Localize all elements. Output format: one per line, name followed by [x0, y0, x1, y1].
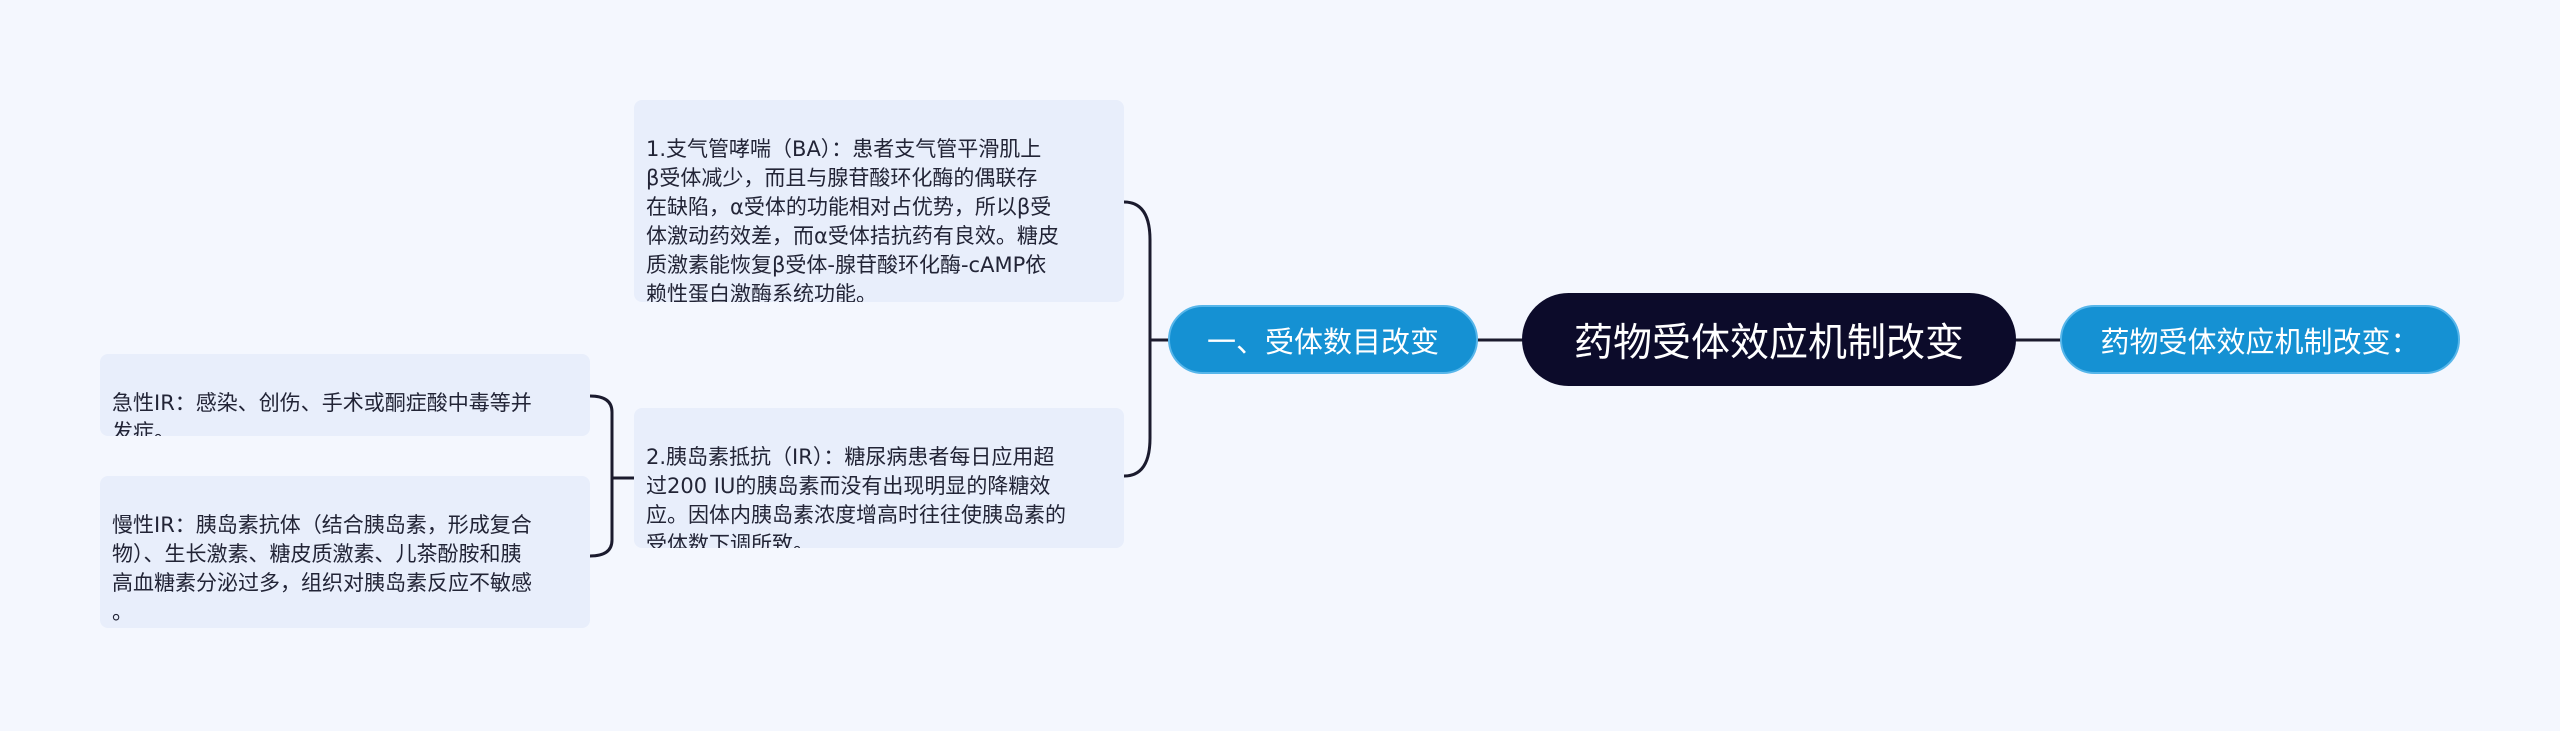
- branch-left-label: 一、受体数目改变: [1206, 324, 1439, 359]
- leaf-chronic-ir-text: 慢性IR：胰岛素抗体（结合胰岛素，形成复合 物）、生长激素、糖皮质激素、儿茶酚胺…: [112, 513, 532, 624]
- leaf-ir-text: 2.胰岛素抵抗（IR）：糖尿病患者每日应用超 过200 IU的胰岛素而没有出现明…: [646, 445, 1066, 548]
- branch-node-right[interactable]: 药物受体效应机制改变：: [2060, 305, 2460, 374]
- root-label: 药物受体效应机制改变: [1573, 320, 1964, 366]
- connector-left-branch-bracket: [1122, 200, 1152, 478]
- leaf-node-asthma[interactable]: 1.支气管哮喘（BA）：患者支气管平滑肌上 β受体减少，而且与腺苷酸环化酶的偶联…: [634, 100, 1124, 302]
- leaf-node-chronic-ir[interactable]: 慢性IR：胰岛素抗体（结合胰岛素，形成复合 物）、生长激素、糖皮质激素、儿茶酚胺…: [100, 476, 590, 628]
- branch-right-label: 药物受体效应机制改变：: [2100, 324, 2420, 359]
- leaf-acute-ir-text: 急性IR：感染、创伤、手术或酮症酸中毒等并 发症。: [112, 391, 532, 436]
- branch-node-receptor-number[interactable]: 一、受体数目改变: [1168, 305, 1478, 374]
- leaf-node-insulin-resistance[interactable]: 2.胰岛素抵抗（IR）：糖尿病患者每日应用超 过200 IU的胰岛素而没有出现明…: [634, 408, 1124, 548]
- root-node[interactable]: 药物受体效应机制改变: [1522, 293, 2016, 386]
- leaf-node-acute-ir[interactable]: 急性IR：感染、创伤、手术或酮症酸中毒等并 发症。: [100, 354, 590, 436]
- leaf-asthma-text: 1.支气管哮喘（BA）：患者支气管平滑肌上 β受体减少，而且与腺苷酸环化酶的偶联…: [646, 137, 1059, 302]
- connector-ir-bracket: [588, 394, 614, 558]
